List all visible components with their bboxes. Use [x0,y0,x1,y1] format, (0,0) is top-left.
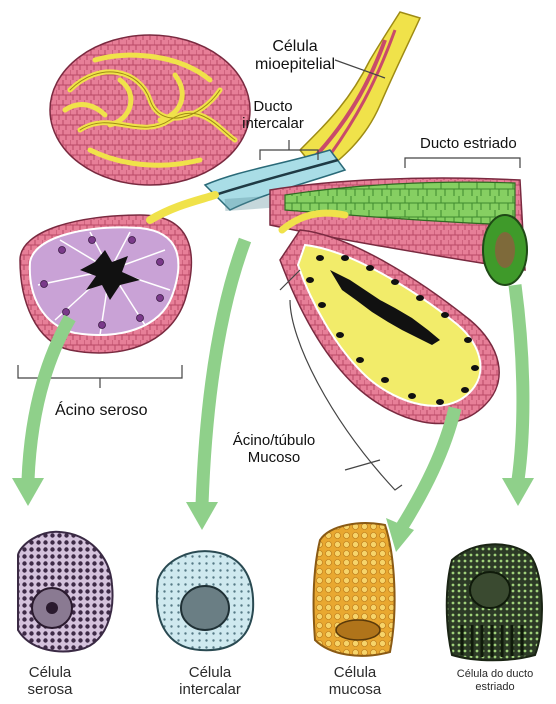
caption-line: mucosa [310,681,400,698]
serous-cell-image [18,532,113,652]
label-serous-acinus: Ácino seroso [55,402,148,420]
caption-intercalated-cell: Célula intercalar [160,664,260,699]
caption-mucous-cell: Célula mucosa [310,664,400,699]
label-line: intercalar [228,115,318,132]
label-line: Mucoso [214,449,334,466]
label-line: Ácino/túbulo [214,432,334,449]
caption-line: intercalar [160,681,260,698]
label-line: mioepitelial [250,56,340,74]
caption-line: estriado [440,681,550,694]
striated-duct-cell-image [447,544,542,660]
label-line: Célula [250,38,340,56]
caption-line: serosa [10,681,90,698]
label-myoepithelial-cell: Célula mioepitelial [250,38,340,75]
caption-line: Célula [160,664,260,681]
label-mucous-acinus-tubule: Ácino/túbulo Mucoso [214,432,334,467]
mucous-cell-image [314,523,395,656]
caption-serous-cell: Célula serosa [10,664,90,699]
label-line: Ducto [228,98,318,115]
caption-line: Célula do ducto [440,668,550,681]
caption-striated-duct-cell: Célula do ducto estriado [440,668,550,693]
intercalated-cell-image [157,551,253,650]
label-striated-duct: Ducto estriado [420,135,517,152]
caption-line: Célula [10,664,90,681]
label-intercalated-duct: Ducto intercalar [228,98,318,133]
serous-acinus [20,195,215,353]
coiled-acinus [50,35,250,185]
caption-line: Célula [310,664,400,681]
